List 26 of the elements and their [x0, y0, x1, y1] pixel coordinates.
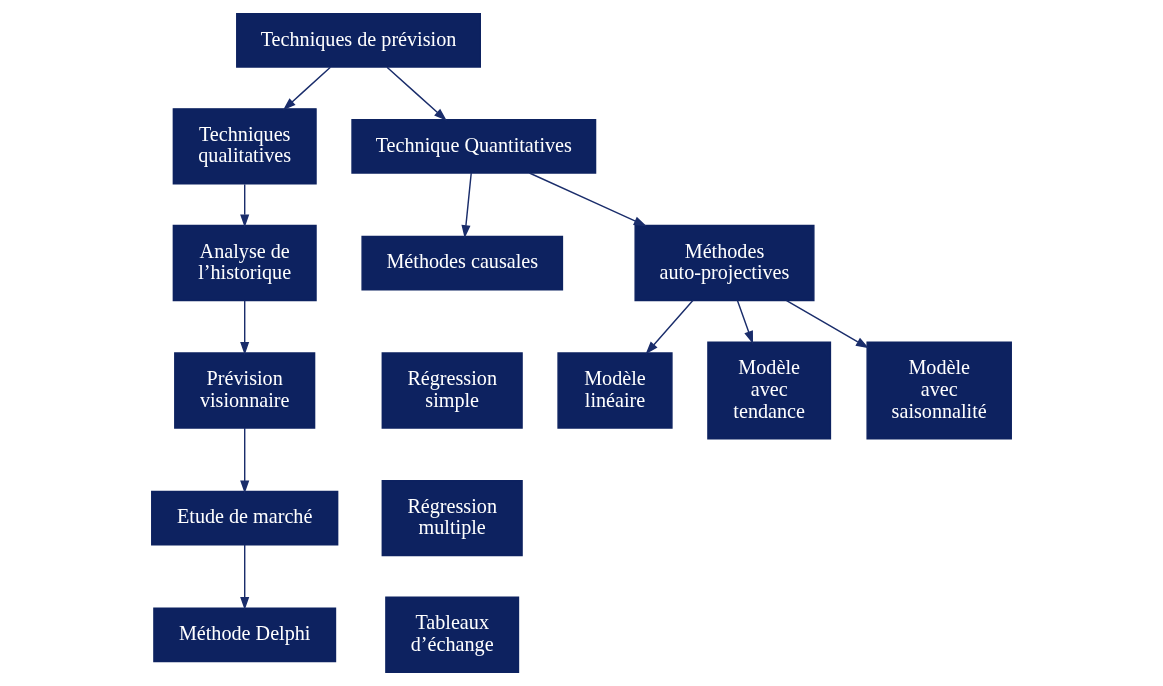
node-box: Méthode Delphi — [153, 607, 337, 663]
arrow — [461, 172, 472, 239]
node-box: Modèle avec tendance — [707, 341, 832, 440]
arrow — [736, 299, 754, 345]
node-box: Modèle linéaire — [557, 352, 673, 429]
arrow — [386, 66, 447, 121]
arrow — [240, 183, 250, 228]
arrow — [785, 299, 869, 349]
node-box: Etude de marché — [151, 490, 339, 546]
node-box: Méthodes causales — [361, 235, 564, 291]
node-box: Prévision visionnaire — [174, 352, 316, 429]
node-box: Technique Quantitatives — [351, 118, 597, 174]
arrow — [528, 172, 647, 227]
arrow — [240, 427, 250, 494]
node-box: Régression multiple — [381, 479, 523, 557]
arrow — [240, 299, 250, 355]
node-box: Techniques de prévision — [236, 13, 481, 68]
node-box: Méthodes auto-projectives — [634, 224, 815, 302]
arrow — [240, 544, 250, 610]
arrow — [282, 66, 332, 111]
arrow — [645, 299, 694, 355]
node-box: Régression simple — [381, 352, 523, 429]
node-box: Modèle avec saisonnalité — [866, 341, 1012, 440]
node-box: Analyse de l’historique — [172, 224, 317, 302]
node-box: Techniques qualitatives — [172, 108, 317, 185]
node-box: Tableaux d’échange — [385, 596, 520, 673]
